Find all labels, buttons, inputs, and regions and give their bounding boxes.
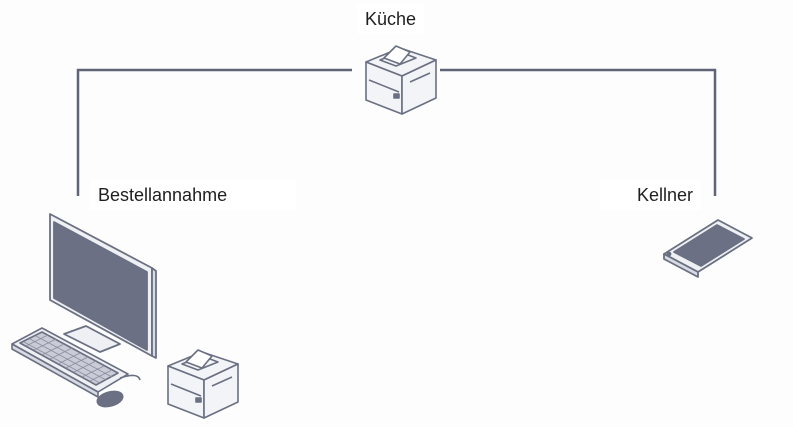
connector-kitchen-waiter xyxy=(440,68,717,196)
node-label-waiter: Kellner xyxy=(600,180,701,210)
tablet-icon xyxy=(663,219,753,278)
node-label-kitchen: Küche xyxy=(357,4,425,34)
desktop-monitor-icon xyxy=(49,213,157,359)
node-label-order-taking: Bestellannahme xyxy=(90,180,296,210)
mouse-icon xyxy=(96,390,124,408)
connector-kitchen-order-taking xyxy=(76,68,352,196)
kitchen-printer-icon xyxy=(365,45,437,115)
keyboard-icon xyxy=(11,327,141,398)
connection-lines xyxy=(76,68,717,196)
order-taking-printer-icon xyxy=(167,349,239,419)
